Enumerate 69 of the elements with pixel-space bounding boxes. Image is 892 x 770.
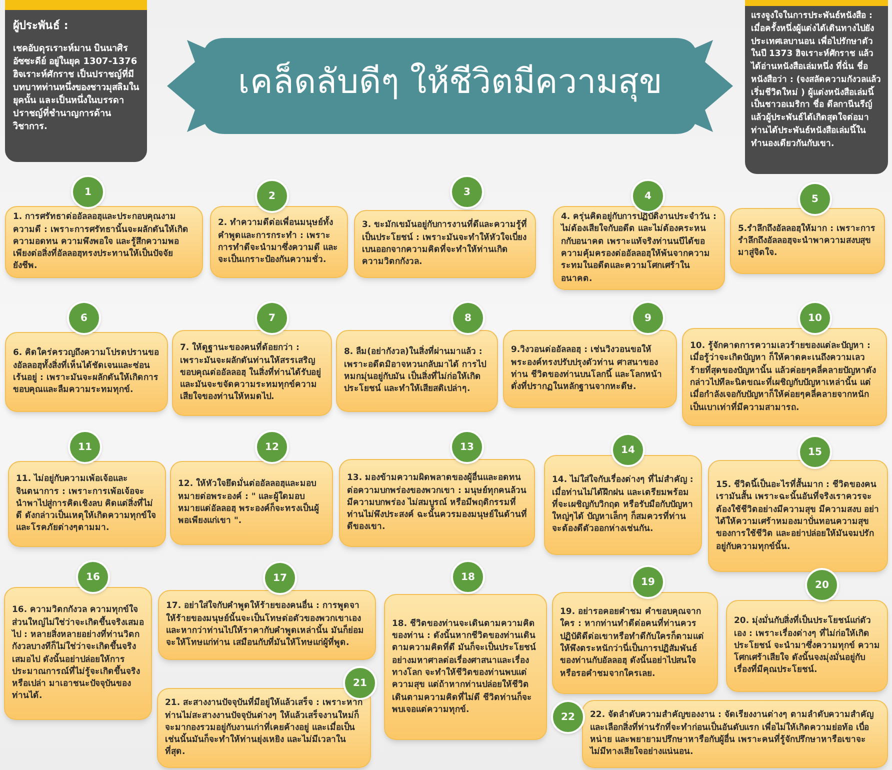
tip-text: 3. ขะมักเขม้นอยู่กับการงานที่ดีและความรู้ที่เป็นประโยชน์ : เพราะมันจะทำให้หัวใจเบี่ยงเบนออกจากความคิดที่จะทำให้ท่านเกิดความวิตกกังวล. — [362, 219, 528, 269]
tip-text: 15. ชีวิตนี้เป็นอะไรที่สั้นมาก : ชีวิตของคนเรามันสั้น เพราะฉะนั้นอันที่จริงเราควรจะต้องใช้ชีวิตอย่างมีความสุข มีความสงบ อย่าได้ให้ความเศร้าหมองมาบั่นทอนความสุขของการใช้ชีวิต และอย่าปล่อยให้มันจมปรักอยู่กับความทุกข์นั้น. — [716, 479, 880, 553]
panel-text: แรงจูงใจในการประพันธ์หนังสือ : เมื่อครั้งหนึ่งผู้แต่งได้เดินทางไปยังประเทศเลบานอน เพื่อไปรักษาตัวในปี 1373 ฮิจเราะห์ศักราช แล้วได้อ่านหนังสือเล่มหนึ่ง ที่นั่น ชื่อหนังสือว่า : (จงสลัดความกังวลแล้วเริ่มชีวิตใหม่ ) ผู้แต่งหนังสือเล่มนี้เป็นชาวอเมริกา ชื่อ ดีลกานีนรีญ์ แล้วผู้ประพันธ์ได้เกิดสุดใจต่อมาท่านได้ประพันธ์หนังสือเล่มนี้ในทำนองเดียวกันกับเขา. — [751, 10, 882, 150]
tip-text: 16. ความวิตกกังวล ความทุกข์ใจส่วนใหญ่ไม่ใช่ว่าจะเกิดขึ้นจริงเสมอไป : หลายสิ่งหลายอย่างที่ท่านวิตกกังวลบางทีก็ไม่ใช่ว่าจะเกิดขึ้นจริงเสมอไป ดังนั้นอย่าปล่อยให้การประมาณการณ์ที่ไม่รู้จะเกิดขึ้นจริงหรือเปล่า มาเอาชนะปัจจุบันของท่านได้. — [12, 604, 144, 703]
tip-card — [384, 594, 547, 740]
step-number: 6 — [80, 312, 88, 326]
tip-text: 6. คิดใคร่ครวญถึงความโปรดปรานของอัลลอฮฺทั้งสิ่งที่เห็นได้ชัดเจนและซ่อนเร้นอยู่ : เพราะมันจะผลักดันให้เกิดการขอบคุณและลืมความระทมทุกข์. — [13, 347, 160, 397]
tip-text: 13. มองข้ามความผิดพลาดของผู้อื่นและอดทนต่อความบกพร่องของพวกเขา : มนุษย์ทุกคนล้วนมีความบกพร่อง ไม่สมบูรณ์ หรือมีพฤติกรรมที่ท่านไม่พึงประสงค์ ฉะนั้นควรมองมนุษย์ในด้านที่ดีของเขา. — [347, 472, 527, 534]
step-number: 21 — [353, 676, 367, 690]
step-number: 17 — [273, 572, 287, 586]
tip-text: 11. ไม่อยู่กับความเพ้อเจ้อและจินตนาการ : เพราะการเพ้อเจ้อจะนำพาไปสู่การคิดเชิงลบ คิดแต่สิ่งที่ไม่ดี ดังกล่าวเป็นเหตุให้เกิดความทุกข์ใจและโรคภัยต่างๆตามมา. — [16, 473, 157, 535]
tip-text: 14. ไม่ใส่ใจกับเรื่องต่างๆ ที่ไม่สำคัญ : เมื่อท่านไม่ได้ฝึกฝน และเตรียมพร้อมที่จะเผชิญกับวิกฤต หรือรับมือกับปัญหาใหญ่ๆได้ ปัญหาเล็กๆ ก็สมควรที่ท่านจะต้องดีตัวออกห่างเช่นกัน. — [552, 474, 694, 536]
step-number: 8 — [464, 312, 472, 326]
tip-card — [170, 461, 333, 545]
tip-card — [354, 210, 536, 278]
tip-text: 20. มุ่งมั่นกับสิ่งที่เป็นประโยชน์แก่ตัวเอง : เพราะเรื่องต่างๆ ที่ไม่ก่อให้เกิดประโยชน์ จะนำมาซึ่งความทุกข์ ความโศกเศร้าเสียใจ ดังนั้นจงมุ่งมั่นอยู่กับเรื่องที่มีคุณประโยชน์. — [734, 615, 880, 677]
step-number: 22 — [561, 710, 575, 724]
step-number: 9 — [644, 312, 652, 326]
tip-card — [552, 592, 718, 694]
step-number: 11 — [78, 440, 92, 454]
tip-card — [544, 455, 702, 555]
tip-card — [553, 206, 725, 290]
tip-card — [8, 461, 166, 547]
step-number: 2 — [268, 190, 276, 204]
info-panel — [745, 0, 888, 174]
tip-card — [336, 330, 498, 412]
step-number: 7 — [268, 312, 276, 326]
tip-text: 18. ชีวิตของท่านจะเดินตามความคิดของท่าน : ดังนั้นหากชีวิตของท่านเดินตามความคิดที่ดี มันก็จะเป็นประโยชน์อย่างมหาศาลต่อเรื่องศาสนาและเรื่องทางโลก จะทำให้ชีวิตของท่านพบแต่ความสุข แต่ถ้าหากท่านปล่อยให้ชีวิตเดินตามความคิดที่ไม่ดี ชีวิตท่านก็จะพบเจอแต่ความทุกข์. — [392, 618, 537, 716]
step-number: 13 — [460, 440, 474, 454]
tip-card — [4, 587, 152, 720]
tip-card — [339, 459, 535, 547]
step-number: 3 — [464, 186, 470, 200]
step-number: 4 — [644, 190, 652, 204]
step-number: 15 — [808, 446, 822, 460]
tip-card — [5, 332, 168, 412]
step-number: 5 — [812, 192, 818, 206]
tip-card — [210, 206, 348, 278]
step-number: 12 — [265, 440, 279, 454]
tip-card — [730, 208, 885, 274]
panel-text: เชคอับดุรเราะห์มาน บินนาศิรอัซซะดีย์ อยู่ในยุค 1307-1376 ฮิจเราะห์ศักราช เป็นปราชญ์ที่มีบทบาทท่านหนึ่งของชาวมุสลิมในยุคนั้น และเป็นหนึ่งในบรรดาปราชญ์ที่ชำนาญการด้านวิชาการ. — [13, 42, 139, 134]
tip-text: 2. ทำความดีต่อเพื่อนมนุษย์ทั้งคำพูดและการกระทำ : เพราะการทำดีจะนำมาซึ่งความดี และจะเป็นเกราะป้องกันความชั่ว. — [218, 217, 340, 267]
tip-card — [682, 328, 887, 426]
tip-card — [708, 460, 888, 572]
step-number: 19 — [641, 576, 655, 590]
step-number: 14 — [621, 444, 635, 458]
tip-card — [157, 688, 371, 768]
tip-text: 4. ครุ่นคิดอยู่กับการปฏิบัติงานประจำวัน : ไม่ต้องเสียใจกับอดีต และไม่ต้องคระหนกกับอนาคต เพราะแท้จริงท่านนบีได้ขอความคุ้มครองต่ออัลลอฮฺให้พ้นจากความระทมในอดีตและความโศกเศร้าในอนาคต. — [561, 211, 717, 285]
panel-heading: ผู้ประพันธ์ : — [13, 18, 70, 34]
tip-text: 12. ให้หัวใจยึดมั่นต่ออัลลอฮฺและมอบหมายต่อพระองค์ : " และผู้ใดมอบหมายแด่อัลลอฮฺ พระองค์ก็จะทรงเป็นผู้พอเพียงแก่เขา ". — [178, 478, 320, 528]
step-number: 18 — [461, 570, 475, 584]
step-number: 16 — [86, 570, 100, 584]
tip-text: 22. จัดลำดับความสำคัญของงาน : จัดเรียงงานต่างๆ ตามลำดับความสำคัญ และเลือกสิ่งที่ท่านรักที่จะทำก่อนเป็นอันดับแรก เพื่อไม่ให้เกิดความย่อท้อ เบื่อหน่าย และพยายามปรึกษาหารือกับผู้อื่น เพราะคนที่รู้จักปรึกษาหารือเขาจะไม่มีทางเสียใจอย่างแน่นอน. — [590, 709, 874, 759]
step-number: 20 — [815, 578, 829, 592]
tip-text: 7. ให้ดูฐานะของคนที่ด้อยกว่า : เพราะมันจะผลักดันท่านให้สรรเสริญขอบคุณต่ออัลลอฮฺ ในสิ่งที่ท่านได้รับอยู่ และมันจะขจัดความระทมทุกข์ความเสียใจของท่านให้หมดไป. — [180, 342, 322, 404]
tip-card — [726, 600, 888, 692]
step-number: 1 — [84, 186, 92, 200]
tip-card — [172, 330, 332, 416]
tip-text: 19. อย่ารอคอยคำชม คำขอบคุณจากใคร : หากท่านทำดีต่อคนที่ท่านควรปฏิบัติดีต่อเขาหรือทำดีกับใครก็ตามแต่ให้พึงตระหนักว่านี่เป็นการปฏิสัมพันธ์ของท่านกับอัลลอฮฺ ดังนั้นอย่าไปสนใจหรือรอคำชมจากใครเลย. — [560, 606, 705, 680]
author-panel — [5, 0, 147, 162]
tip-text: 8. ลืม(อย่ากังวล)ในสิ่งที่ผ่านมาแล้ว : เพราะอดีตมิอาจหวนกลับมาได้ การไปหมกมุ่นอยู่กับมัน เป็นสิ่งที่ไม่ก่อให้เกิดประโยชน์ และทำให้เสียสติเปล่าๆ. — [344, 346, 487, 396]
tip-card — [5, 206, 203, 278]
tip-text: 1. การศรัทธาต่ออัลลอฮฺและประกอบคุณงามความดี : เพราะการศรัทธานั้นจะผลักดันให้เกิดความอดทน ความพึงพอใจ และรู้สึกความพอเพียงต่อสิ่งที่อัลลอฮฺทรงประทานให้เป็นปัจจัยยังชีพ. — [13, 211, 190, 273]
tip-card — [503, 330, 677, 408]
tip-card — [158, 590, 376, 660]
tip-card — [582, 700, 888, 768]
step-number: 10 — [808, 312, 822, 326]
title: เคล็ดลับดีๆ ให้ชีวิตมีความสุข — [237, 60, 663, 104]
tip-text: 9.วิงวอนต่ออัลลอฮฺ : เช่นวิงวอนขอให้พระองค์ทรงปรับปรุงตัวท่าน ศาสนาของท่าน ชีวิตของท่านบนโลกนี้ และโลกหน้าดั่งที่ปรากฏในหลักฐานจากหะดีษ. — [511, 344, 663, 394]
tip-text: 5.รำลึกถึงอัลลอฮฺให้มาก : เพราะการรำลึกถึงอัลลอฮฺจะนำพาความสงบสุขมาสู่จิตใจ. — [738, 222, 876, 260]
